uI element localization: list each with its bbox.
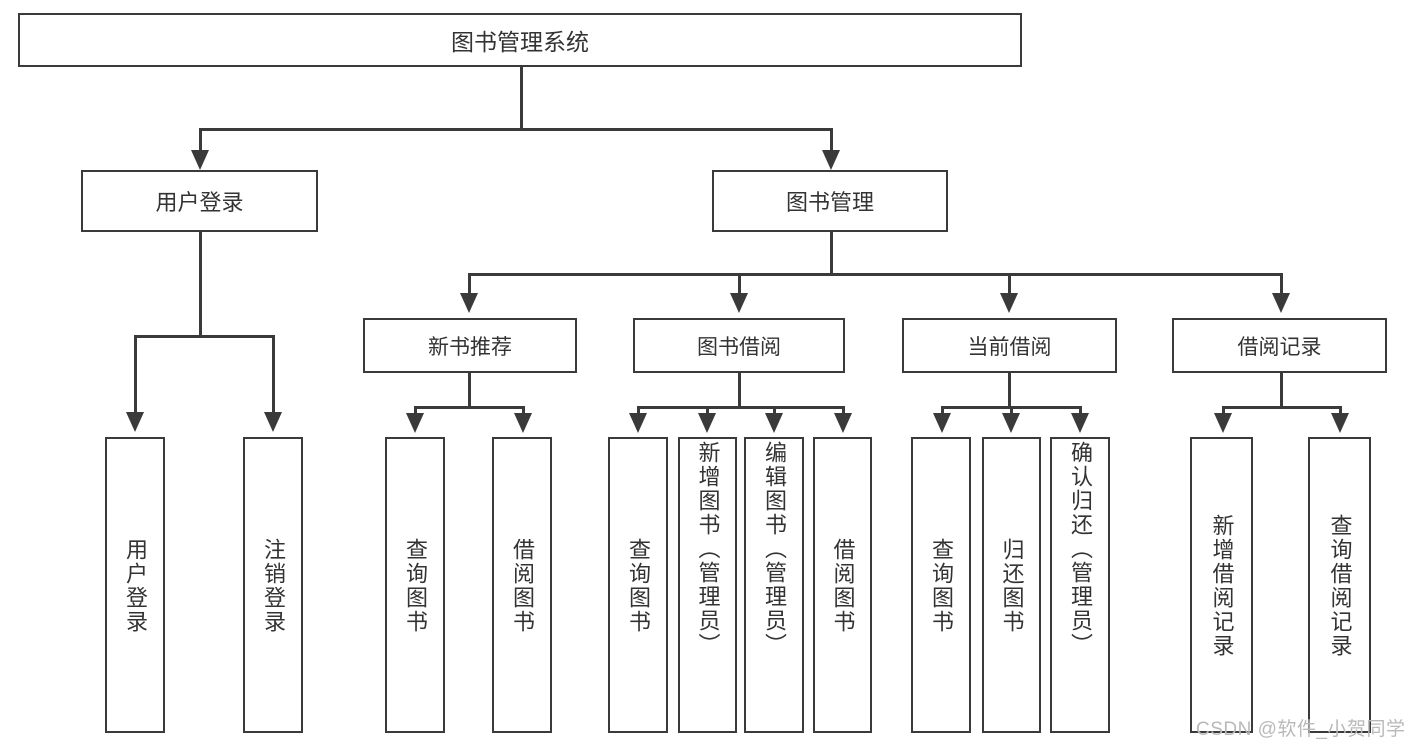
arrow-book-borrow-to-leaf-3	[834, 413, 852, 433]
leaf-user-logout[interactable]: 注销登录	[243, 437, 303, 733]
arrow-user-login-to-leaf-0	[126, 412, 144, 432]
node-label: 图书管理	[785, 190, 874, 215]
leaf-label: 编辑图书（管理员）	[761, 441, 787, 657]
connector-book-management-bar	[468, 273, 1280, 276]
leaf-borrow-book[interactable]: 借阅图书	[813, 437, 872, 733]
leaf-label: 注销登录	[260, 538, 286, 634]
leaf-label: 查询图书	[625, 538, 651, 634]
leaf-label: 确认归还（管理员）	[1067, 441, 1093, 657]
arrow-bm-to-current-borrow	[1000, 293, 1018, 313]
node-label: 借阅记录	[1237, 335, 1322, 359]
arrow-bm-to-borrow-record	[1272, 293, 1290, 313]
leaf-query-book-borrow[interactable]: 查询图书	[608, 437, 668, 733]
arrow-new-book-to-leaf-0	[406, 413, 424, 433]
leaf-label: 查询图书	[928, 538, 954, 634]
connector-book-borrow-to-leaf-3	[842, 406, 845, 415]
connector-book-borrow-stem	[738, 373, 741, 406]
connector-new-book-stem	[468, 373, 471, 406]
node-book-borrow[interactable]: 图书借阅	[633, 318, 845, 373]
arrow-current-borrow-to-leaf-2	[1071, 413, 1089, 433]
connector-bm-to-new-book	[468, 273, 471, 295]
arrow-current-borrow-to-leaf-0	[933, 413, 951, 433]
connector-new-book-to-leaf-0	[414, 406, 417, 415]
node-current-borrow[interactable]: 当前借阅	[902, 318, 1117, 373]
arrow-bm-to-new-book	[460, 293, 478, 313]
connector-book-borrow-to-leaf-0	[637, 406, 640, 415]
node-new-book-recommend[interactable]: 新书推荐	[363, 318, 577, 373]
leaf-edit-book-admin[interactable]: 编辑图书（管理员）	[744, 437, 804, 733]
leaf-label: 借阅图书	[509, 538, 535, 634]
node-label: 图书管理系统	[451, 29, 589, 55]
leaf-borrow-book-recommend[interactable]: 借阅图书	[492, 437, 552, 733]
arrow-borrow-record-to-leaf-1	[1331, 413, 1349, 433]
connector-root-stem	[520, 67, 523, 128]
arrow-root-to-book-management	[822, 150, 840, 170]
arrow-current-borrow-to-leaf-1	[1002, 413, 1020, 433]
connector-user-login-bar	[134, 335, 272, 338]
connector-bm-to-book-borrow	[738, 273, 741, 295]
connector-root-to-book-management	[830, 128, 833, 153]
arrow-book-borrow-to-leaf-2	[765, 413, 783, 433]
arrow-book-borrow-to-leaf-1	[698, 413, 716, 433]
leaf-add-book-admin[interactable]: 新增图书（管理员）	[678, 437, 737, 733]
leaf-label: 查询图书	[402, 538, 428, 634]
connector-borrow-record-to-leaf-1	[1339, 406, 1342, 415]
connector-current-borrow-to-leaf-2	[1079, 406, 1082, 415]
leaf-label: 新增借阅记录	[1209, 514, 1235, 658]
connector-book-borrow-to-leaf-1	[706, 406, 709, 415]
arrow-new-book-to-leaf-1	[514, 413, 532, 433]
node-label: 当前借阅	[967, 335, 1052, 359]
node-user-login[interactable]: 用户登录	[81, 170, 318, 232]
leaf-query-book-current[interactable]: 查询图书	[911, 437, 971, 733]
node-root-book-management-system[interactable]: 图书管理系统	[18, 13, 1022, 67]
leaf-label: 借阅图书	[830, 538, 856, 634]
leaf-confirm-return-admin[interactable]: 确认归还（管理员）	[1050, 437, 1110, 733]
connector-borrow-record-to-leaf-0	[1222, 406, 1225, 415]
arrow-bm-to-book-borrow	[730, 293, 748, 313]
leaf-query-borrow-record[interactable]: 查询借阅记录	[1308, 437, 1371, 733]
leaf-label: 新增图书（管理员）	[695, 441, 721, 657]
connector-user-login-to-leaf-1	[272, 335, 275, 414]
connector-new-book-bar	[414, 406, 522, 409]
connector-user-login-stem	[199, 232, 202, 335]
connector-bm-to-borrow-record	[1280, 273, 1283, 295]
node-label: 图书借阅	[697, 335, 781, 359]
leaf-label: 用户登录	[122, 538, 148, 634]
node-book-management[interactable]: 图书管理	[712, 170, 948, 232]
connector-borrow-record-stem	[1280, 373, 1283, 406]
connector-current-borrow-to-leaf-1	[1010, 406, 1013, 415]
connector-user-login-to-leaf-0	[134, 335, 137, 414]
connector-current-borrow-to-leaf-0	[941, 406, 944, 415]
arrow-user-login-to-leaf-1	[264, 412, 282, 432]
connector-current-borrow-stem	[1008, 373, 1011, 406]
connector-new-book-to-leaf-1	[522, 406, 525, 415]
connector-root-bar	[199, 128, 831, 131]
leaf-label: 查询借阅记录	[1327, 514, 1353, 658]
node-label: 新书推荐	[428, 335, 512, 359]
leaf-return-book[interactable]: 归还图书	[982, 437, 1041, 733]
connector-book-management-stem	[830, 232, 833, 273]
node-label: 用户登录	[155, 190, 244, 215]
connector-root-to-user-login	[199, 128, 202, 153]
connector-borrow-record-bar	[1222, 406, 1339, 409]
node-borrow-record[interactable]: 借阅记录	[1172, 318, 1387, 373]
arrow-borrow-record-to-leaf-0	[1214, 413, 1232, 433]
leaf-user-login[interactable]: 用户登录	[105, 437, 165, 733]
connector-book-borrow-bar	[637, 406, 843, 409]
arrow-book-borrow-to-leaf-0	[629, 413, 647, 433]
connector-book-borrow-to-leaf-2	[773, 406, 776, 415]
leaf-label: 归还图书	[999, 538, 1025, 634]
connector-bm-to-current-borrow	[1008, 273, 1011, 295]
leaf-query-book-recommend[interactable]: 查询图书	[385, 437, 445, 733]
leaf-add-borrow-record[interactable]: 新增借阅记录	[1190, 437, 1253, 733]
arrow-root-to-user-login	[191, 150, 209, 170]
